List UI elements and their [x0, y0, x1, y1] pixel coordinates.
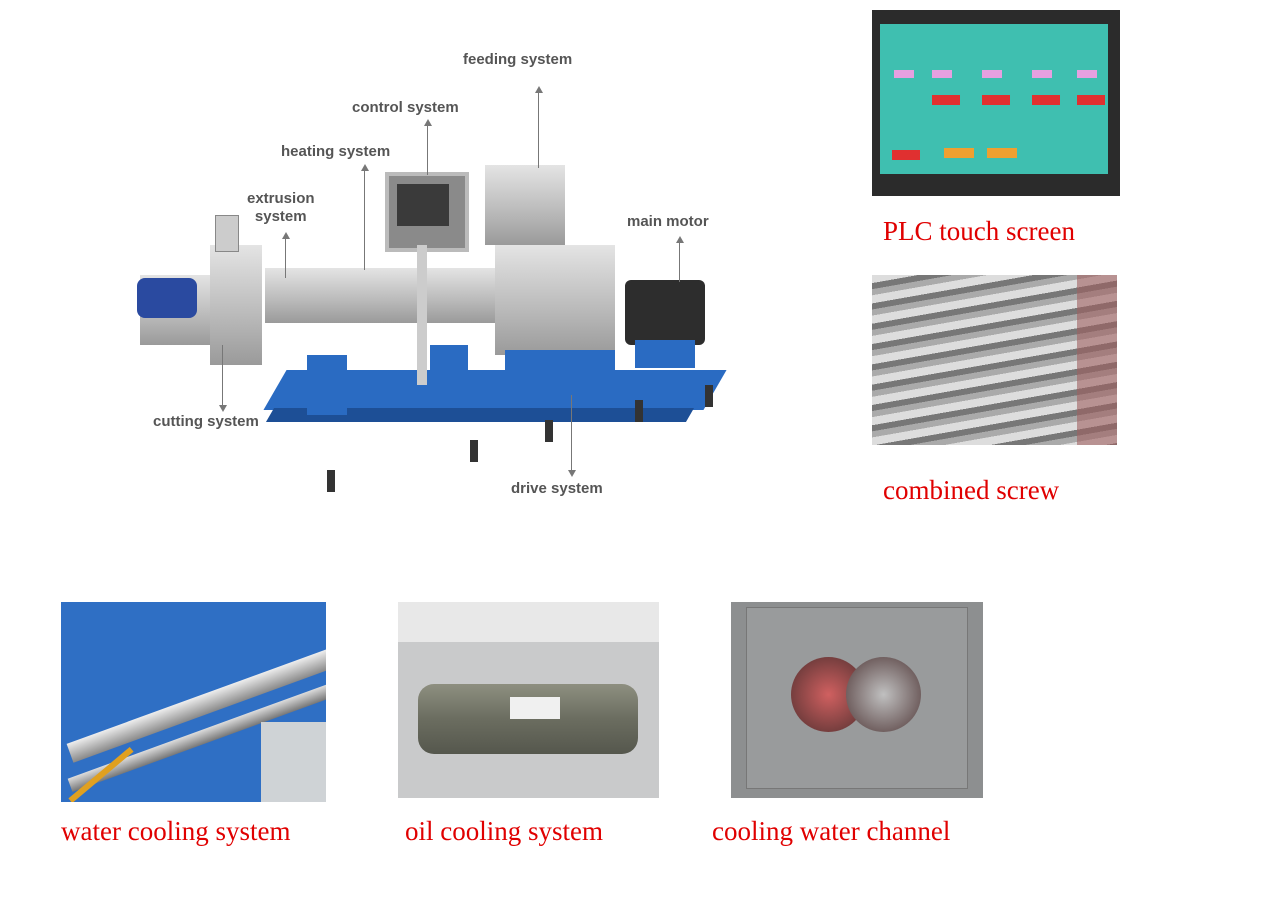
label-drive-system: drive system — [511, 480, 603, 497]
combined-screw-photo — [872, 275, 1117, 445]
label-main-motor: main motor — [627, 213, 709, 230]
oil-cooling-system-photo — [398, 602, 659, 798]
extruder-machine-illustration — [95, 150, 727, 500]
caption-water-cooling-system: water cooling system — [61, 816, 291, 846]
caption-oil-cooling-system: oil cooling system — [405, 816, 603, 846]
cooling-water-channel-photo — [731, 602, 983, 798]
label-extrusion-line1: extrusion — [247, 190, 315, 207]
label-heating-system: heating system — [281, 143, 391, 160]
caption-plc-touch-screen: PLC touch screen — [883, 216, 1075, 246]
label-cutting-system: cutting system — [153, 413, 259, 430]
label-feeding-system: feeding system — [463, 51, 573, 68]
caption-combined-screw: combined screw — [883, 475, 1060, 505]
caption-cooling-water-channel: cooling water channel — [712, 816, 951, 846]
label-control-system: control system — [352, 99, 459, 116]
label-extrusion-line2: system — [254, 208, 307, 225]
plc-touch-screen-photo — [872, 10, 1120, 196]
water-cooling-system-photo — [61, 602, 326, 802]
label-extrusion-system: extrusion system — [247, 190, 315, 226]
